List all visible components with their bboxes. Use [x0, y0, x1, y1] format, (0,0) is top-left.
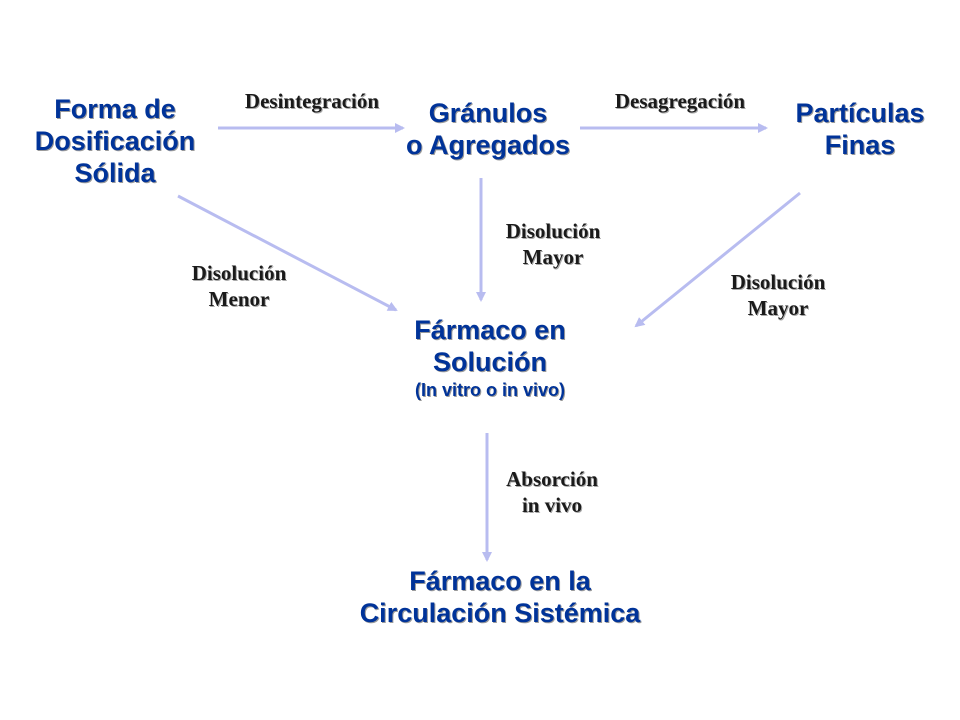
node-line: Gránulos: [428, 98, 548, 128]
node-line: Solución: [433, 346, 547, 377]
node-granules: Gránulos o Agregados: [378, 98, 598, 162]
node-line: o Agregados: [405, 129, 571, 160]
edge-label-line: Desagregación: [614, 89, 746, 113]
node-line: Dosificación: [34, 125, 196, 156]
edge-label-disintegration: Desintegración: [222, 88, 402, 114]
edge-label-deaggregation: Desagregación: [590, 88, 770, 114]
node-line: Fármaco en la: [409, 566, 591, 596]
edge-label-line: Disolución: [505, 219, 601, 243]
node-line: Partículas: [795, 98, 925, 128]
edge-label-dissolution-granules: Disolución Mayor: [488, 218, 618, 271]
arrow-particles-to-solution: [634, 191, 801, 328]
edge-label-line: in vivo: [521, 493, 583, 518]
edge-label-dissolution-particles: Disolución Mayor: [713, 269, 843, 322]
edge-label-line: Menor: [208, 287, 270, 312]
edge-label-line: Disolución: [191, 261, 287, 285]
node-line: Finas: [824, 129, 896, 160]
node-line: Forma de: [54, 94, 176, 124]
edge-label-line: Mayor: [522, 245, 584, 270]
edge-label-line: Mayor: [747, 296, 809, 321]
edge-label-line: Desintegración: [244, 89, 380, 113]
node-drug-in-solution: Fármaco en Solución (In vitro o in vivo): [370, 315, 610, 402]
edge-label-dissolution-solid: Disolución Menor: [174, 260, 304, 313]
node-solid-dosage-form: Forma de Dosificación Sólida: [10, 94, 220, 190]
node-subtitle: (In vitro o in vivo): [414, 379, 565, 400]
node-fine-particles: Partículas Finas: [765, 98, 955, 162]
arrow-solid-to-solution: [177, 194, 398, 312]
edge-label-line: Absorción: [506, 467, 598, 491]
node-line: Sólida: [74, 157, 156, 188]
edge-label-line: Disolución: [730, 270, 826, 294]
node-line: Fármaco en: [414, 315, 566, 345]
node-line: Circulación Sistémica: [359, 597, 641, 628]
edge-label-absorption: Absorción in vivo: [487, 466, 617, 519]
node-systemic-circulation: Fármaco en la Circulación Sistémica: [300, 566, 700, 630]
